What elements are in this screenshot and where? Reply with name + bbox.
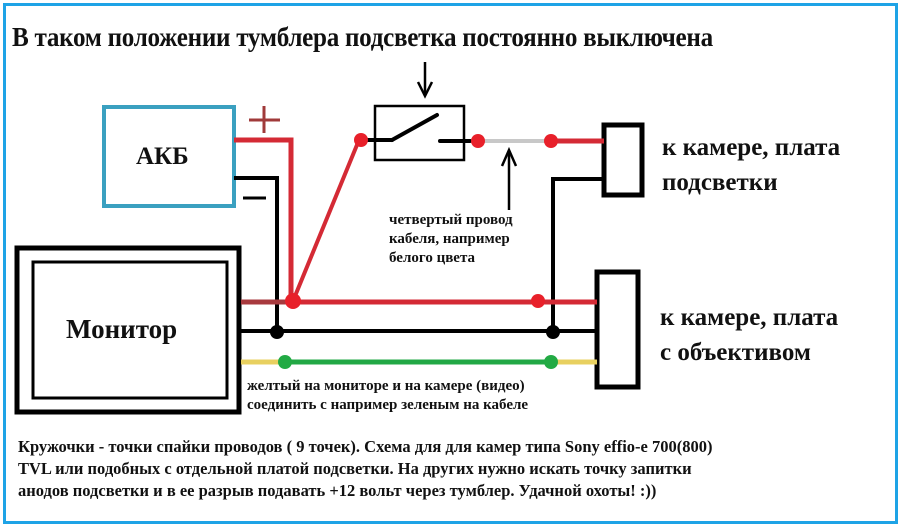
- camera-backlight-label: к камере, плата подсветки: [662, 130, 840, 200]
- backlight-minus-wire: [551, 177, 604, 331]
- footer-line: Кружочки - точки спайки проводов ( 9 точ…: [18, 437, 713, 456]
- solder-point: [471, 134, 485, 148]
- annotation-line: белого цвета: [389, 250, 476, 266]
- footer-line: анодов подсветки и в ее разрыв подавать …: [18, 481, 657, 500]
- solder-point: [270, 325, 284, 339]
- camera-lens-board: [594, 269, 641, 390]
- camera-lens-label-line: к камере, плата: [660, 304, 839, 331]
- camera-backlight-board: [601, 122, 645, 198]
- solder-point: [531, 294, 545, 308]
- arrow-down-icon: [416, 62, 434, 99]
- minus-wire: [234, 176, 279, 331]
- solder-point: [544, 355, 558, 369]
- footer-line: TVL или подобных с отдельной платой подс…: [18, 459, 692, 478]
- plus-wire: [234, 137, 294, 302]
- footer-note: Кружочки - точки спайки проводов ( 9 точ…: [18, 436, 888, 502]
- plus-sign-icon: [249, 106, 280, 133]
- annotation-line: желтый на мониторе и на камере (видео): [247, 378, 525, 394]
- solder-point: [285, 293, 301, 309]
- fourth-wire-annotation: четвертый провод кабеля, например белого…: [389, 211, 513, 268]
- camera-lens-label-line: с объективом: [660, 339, 811, 366]
- solder-point: [546, 325, 560, 339]
- monitor-box-inner: [31, 260, 229, 400]
- battery-label: АКБ: [136, 143, 189, 170]
- annotation-line: кабеля, например: [389, 231, 510, 247]
- arrow-up-icon: [500, 146, 518, 210]
- camera-backlight-label-line: подсветки: [662, 169, 778, 196]
- battery-box: [102, 105, 236, 208]
- monitor-label: Монитор: [66, 314, 178, 344]
- camera-backlight-label-line: к камере, плата: [662, 134, 841, 161]
- switch-box: [373, 104, 466, 162]
- annotation-line: четвертый провод: [389, 212, 513, 228]
- camera-lens-label: к камере, плата с объективом: [660, 300, 838, 370]
- solder-point: [278, 355, 292, 369]
- switch-feed-wire: [291, 139, 361, 302]
- video-wire-annotation: желтый на мониторе и на камере (видео) с…: [247, 377, 528, 415]
- solder-point: [354, 133, 368, 147]
- solder-point: [544, 134, 558, 148]
- annotation-line: соединить с например зеленым на кабеле: [247, 397, 529, 413]
- diagram-title: В таком положении тумблера подсветка пос…: [12, 22, 713, 52]
